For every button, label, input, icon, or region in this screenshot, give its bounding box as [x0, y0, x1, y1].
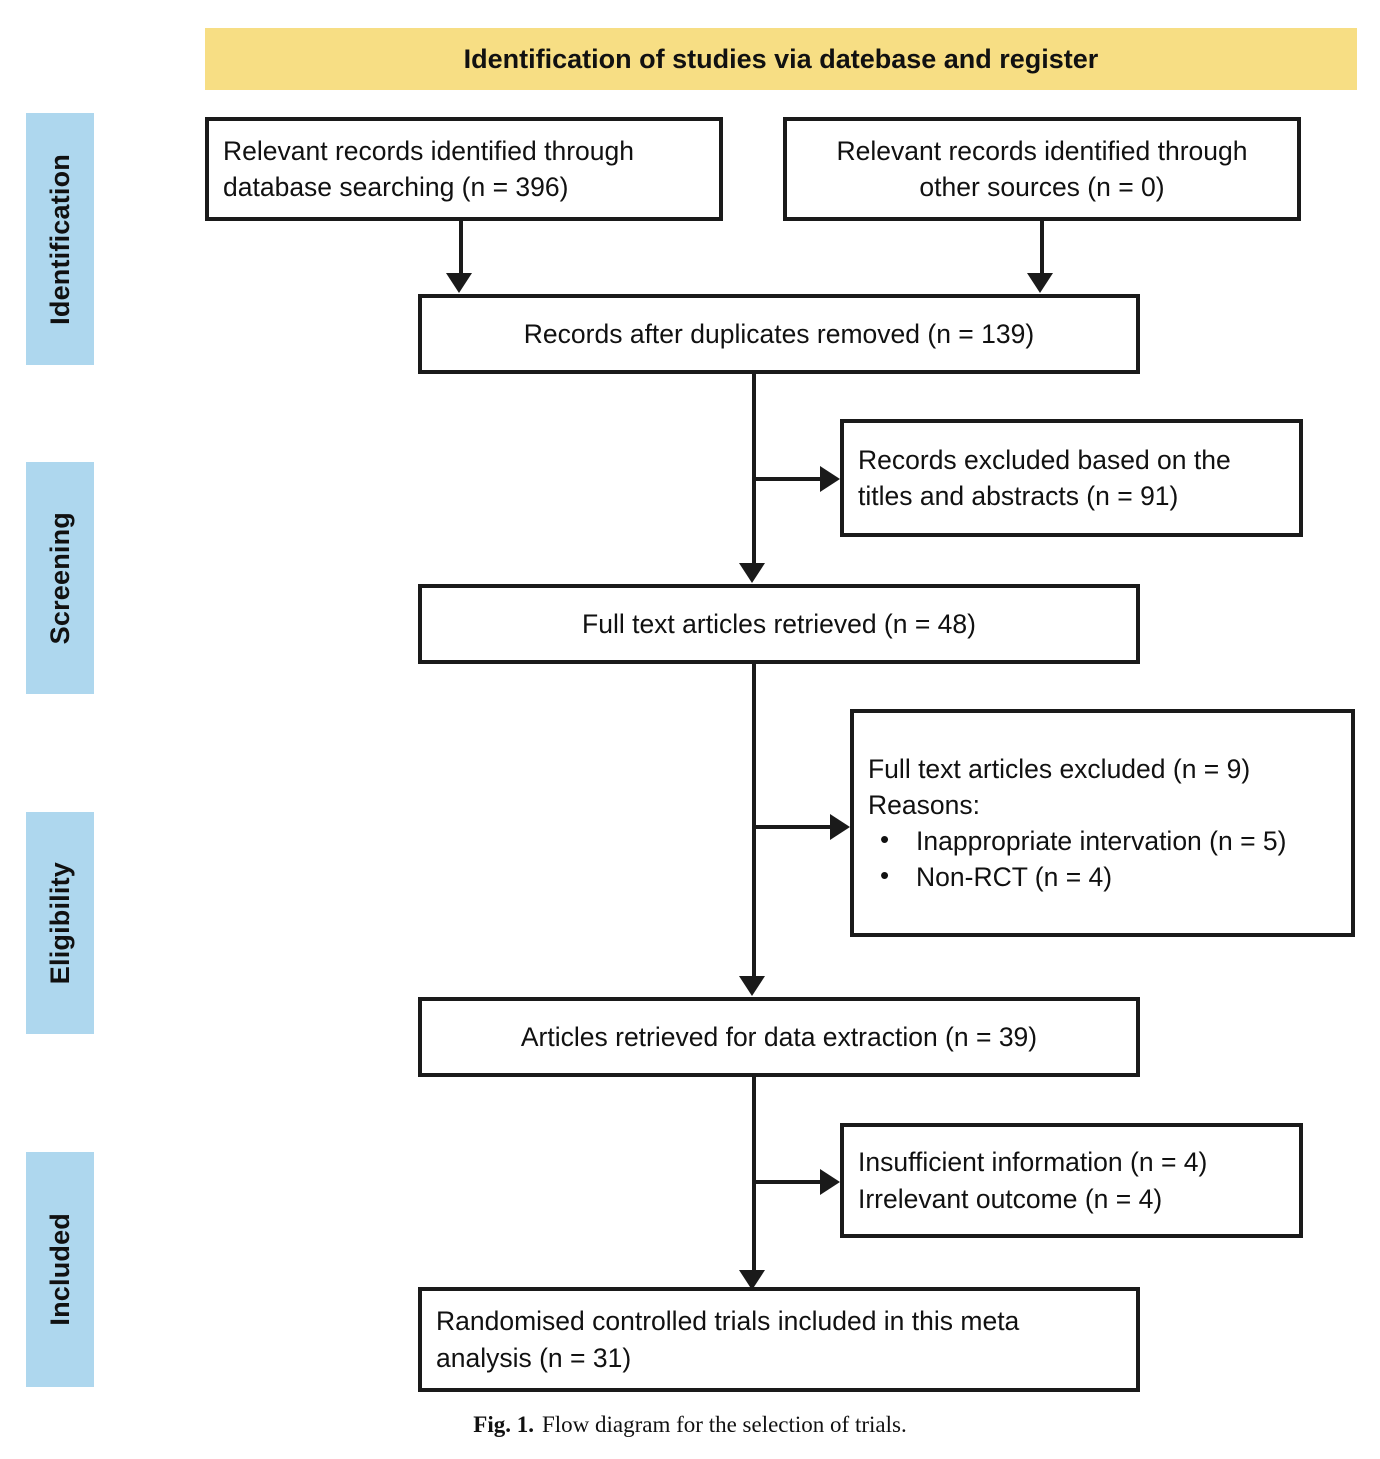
- box-database-searching: Relevant records identified through data…: [205, 117, 723, 221]
- arrowhead-other-to-duplicates: [1027, 273, 1053, 293]
- page-title: Identification of studies via datebase a…: [463, 43, 1099, 74]
- stage-label-included: Included: [44, 1213, 75, 1326]
- box-included-trials-line1: Randomised controlled trials included in…: [436, 1306, 1020, 1337]
- arrowhead-db-to-duplicates: [446, 273, 472, 293]
- arrowhead-to-fulltext-excluded: [830, 814, 850, 840]
- arrowhead-to-records-excluded: [820, 466, 840, 492]
- box-included-trials-text: Randomised controlled trials included in…: [422, 1303, 1136, 1375]
- box-post-extraction-excluded: Insufficient information (n = 4) Irrelev…: [840, 1123, 1303, 1238]
- connector-other-to-duplicates: [1040, 221, 1044, 276]
- figure-caption-label: Fig. 1.: [473, 1412, 534, 1437]
- box-database-searching-line1: Relevant records identified through: [223, 135, 634, 166]
- arrowhead-to-post-extraction-excluded: [820, 1169, 840, 1195]
- connector-duplicates-to-fulltext: [752, 374, 756, 574]
- box-records-excluded: Records excluded based on the titles and…: [840, 419, 1303, 537]
- stage-band-identification: Identification: [26, 113, 94, 365]
- box-post-extraction-excluded-line2: Irrelevant outcome (n = 4): [858, 1183, 1163, 1214]
- header-banner: Identification of studies via datebase a…: [205, 28, 1357, 90]
- box-duplicates-removed: Records after duplicates removed (n = 13…: [418, 294, 1140, 374]
- arrowhead-fulltext-to-extraction: [739, 976, 765, 996]
- arrowhead-duplicates-to-fulltext: [739, 563, 765, 583]
- box-other-sources-text: Relevant records identified through othe…: [787, 133, 1297, 205]
- box-fulltext-retrieved-text: Full text articles retrieved (n = 48): [582, 608, 976, 639]
- connector-extraction-to-included: [752, 1077, 756, 1281]
- box-other-sources-line2: other sources (n = 0): [919, 172, 1165, 202]
- figure-caption: Fig. 1. Flow diagram for the selection of…: [0, 1412, 1380, 1438]
- box-fulltext-excluded-line1: Full text articles excluded (n = 9): [868, 753, 1251, 784]
- exclusion-reason-item: Inappropriate intervation (n = 5): [868, 822, 1337, 859]
- box-records-excluded-line1: Records excluded based on the: [858, 444, 1231, 475]
- connector-to-records-excluded: [752, 477, 824, 481]
- box-data-extraction-text: Articles retrieved for data extraction (…: [520, 1021, 1038, 1052]
- stage-label-identification: Identification: [44, 153, 75, 325]
- connector-db-to-duplicates: [459, 221, 463, 276]
- stage-band-included: Included: [26, 1152, 94, 1387]
- box-fulltext-excluded-line2: Reasons:: [868, 789, 980, 820]
- exclusion-reason-item: Non-RCT (n = 4): [868, 858, 1337, 895]
- stage-band-eligibility: Eligibility: [26, 812, 94, 1034]
- stage-label-eligibility: Eligibility: [44, 861, 75, 985]
- box-included-trials-line2: analysis (n = 31): [436, 1342, 632, 1373]
- stage-label-screening: Screening: [44, 511, 75, 645]
- stage-band-screening: Screening: [26, 462, 94, 694]
- connector-to-post-extraction-excluded: [752, 1180, 824, 1184]
- box-records-excluded-line2: titles and abstracts (n = 91): [858, 481, 1179, 511]
- box-data-extraction: Articles retrieved for data extraction (…: [418, 997, 1140, 1077]
- box-fulltext-excluded-text: Full text articles excluded (n = 9) Reas…: [854, 751, 1351, 895]
- box-post-extraction-excluded-line1: Insufficient information (n = 4): [858, 1147, 1208, 1178]
- box-fulltext-excluded: Full text articles excluded (n = 9) Reas…: [850, 709, 1355, 937]
- box-other-sources: Relevant records identified through othe…: [783, 117, 1301, 221]
- box-duplicates-removed-text: Records after duplicates removed (n = 13…: [523, 318, 1035, 349]
- box-database-searching-line2: database searching (n = 396): [223, 172, 569, 202]
- box-post-extraction-excluded-text: Insufficient information (n = 4) Irrelev…: [844, 1144, 1299, 1216]
- arrowhead-extraction-to-included: [739, 1270, 765, 1290]
- exclusion-reasons-list: Inappropriate intervation (n = 5) Non-RC…: [868, 822, 1337, 895]
- box-fulltext-retrieved: Full text articles retrieved (n = 48): [418, 584, 1140, 664]
- figure-caption-text: Flow diagram for the selection of trials…: [541, 1412, 907, 1437]
- connector-to-fulltext-excluded: [752, 825, 834, 829]
- box-database-searching-text: Relevant records identified through data…: [209, 133, 719, 205]
- box-records-excluded-text: Records excluded based on the titles and…: [844, 442, 1299, 514]
- box-other-sources-line1: Relevant records identified through: [836, 135, 1248, 166]
- box-included-trials: Randomised controlled trials included in…: [418, 1287, 1140, 1392]
